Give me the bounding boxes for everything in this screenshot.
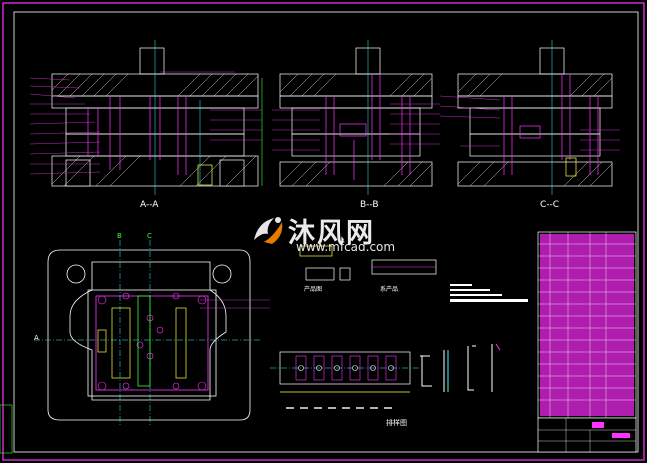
part-view-label: 产品图: [304, 286, 323, 293]
section-label-c-c: C--C: [540, 200, 560, 210]
section-label-a-a: A--A: [140, 200, 159, 210]
watermark: 沐风网 www.mfcad.com: [248, 210, 395, 254]
watermark-url: www.mfcad.com: [296, 240, 396, 254]
plan-view-lower-die: [34, 240, 270, 425]
part-views: [299, 245, 437, 281]
plan-marker-c: C: [147, 232, 152, 240]
section-view-b-b: [272, 40, 440, 195]
plan-marker-a: A: [34, 334, 39, 342]
part-view2-label: 系产品: [380, 286, 399, 293]
bent-part-profiles: [420, 343, 501, 392]
legend-bars: [450, 284, 528, 302]
strip-layout-label: 排样图: [386, 419, 407, 427]
mfcad-logo-icon: [254, 217, 283, 244]
parts-list-table: [537, 231, 637, 453]
strip-layout: [270, 351, 420, 409]
watermark-site-name: 沐风网: [288, 217, 375, 249]
section-label-b-b: B--B: [360, 200, 379, 210]
section-view-a-a: [29, 40, 263, 195]
plan-marker-b: B: [117, 232, 122, 240]
section-view-c-c: [439, 40, 620, 195]
